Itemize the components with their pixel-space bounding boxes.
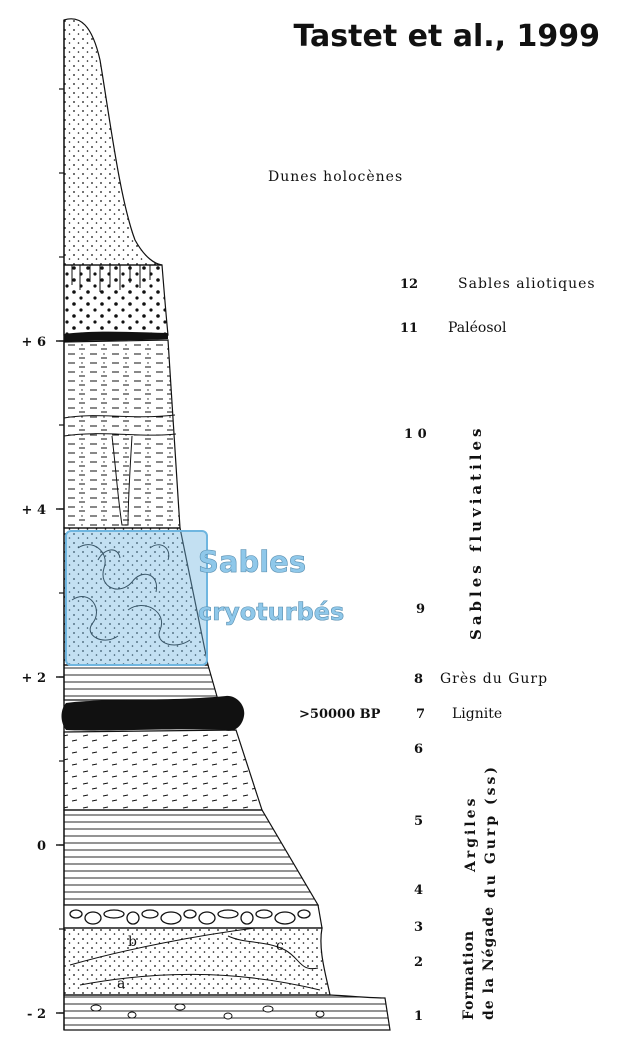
pebble [160,911,182,925]
sublayer-letter-a: a [117,976,125,992]
pebble [126,911,140,925]
layer-8-gres-du-gurp [63,664,219,701]
group-label-argiles-line2: du Gurp (ss) [483,764,499,898]
unit-number-2: 2 [414,955,423,970]
pebble [217,909,239,919]
sublayer-letter-b: b [128,934,137,950]
label-paleosol: Paléosol [448,320,507,336]
layer-2-lenses [69,927,321,991]
unit-number-7: 7 [416,707,425,722]
axis-tick-label: + 6 [22,335,46,350]
pebbles [69,909,311,925]
sublayer-letter-c: c [276,938,284,954]
layer-1-nodules [90,1003,325,1020]
label-gres-du-gurp: Grès du Gurp [440,671,548,687]
unit-number-1: 1 [414,1009,423,1024]
group-label-formation-line1: Formation [461,930,477,1020]
layer-5-4-argiles [63,809,320,906]
pebble [274,911,296,925]
layer-11-paleosol [64,331,168,342]
pebble [240,911,254,925]
highlight-label-line2: cryoturbés [198,598,344,626]
unit-number-3: 3 [414,920,423,935]
pebble [69,909,83,919]
elevation-ticks: + 6 + 4 + 2 0 - 2 [22,88,64,1022]
group-label-formation-line2: de la Négade [481,906,497,1020]
unit-number-12: 12 [400,277,418,292]
citation-title: Tastet et al., 1999 [293,19,600,54]
group-label-sables-fluviatiles: Sables fluviatiles [467,425,485,640]
unit-number-11: 11 [400,321,418,336]
unit-number-5: 5 [414,814,423,829]
pebble [297,909,311,919]
pebble [141,909,159,919]
axis-tick-label: 0 [37,839,46,854]
pebble [183,909,197,919]
highlight-label-line1: Sables [198,545,306,579]
pebble [103,909,125,919]
layer-1 [63,994,391,1031]
layer-dunes [63,18,163,266]
layer-2 [63,927,331,996]
axis-tick-label: + 2 [22,671,46,686]
axis-tick-label: + 4 [22,503,46,518]
cryoturbation-swirls [71,544,191,646]
label-dunes: Dunes holocènes [268,169,403,185]
layer-6 [63,729,263,811]
pebble [255,909,273,919]
unit-number-6: 6 [414,742,423,757]
cryoturbation-highlight [65,530,208,666]
unit-number-8: 8 [414,672,423,687]
layer-7-lignite [61,695,245,731]
pebble [198,911,216,925]
label-lignite: Lignite [452,706,502,722]
label-sables-aliotiques: Sables aliotiques [458,276,596,292]
root-marks [71,265,151,292]
layer-10-structures [63,414,177,526]
dating-note: >50000 BP [299,707,381,722]
unit-number-10: 1 0 [404,427,427,442]
unit-number-4: 4 [414,883,423,898]
axis-tick-label: - 2 [27,1007,46,1022]
pebble [84,911,102,925]
group-label-argiles-line1: Argiles [463,796,479,873]
unit-number-9: 9 [416,602,425,617]
